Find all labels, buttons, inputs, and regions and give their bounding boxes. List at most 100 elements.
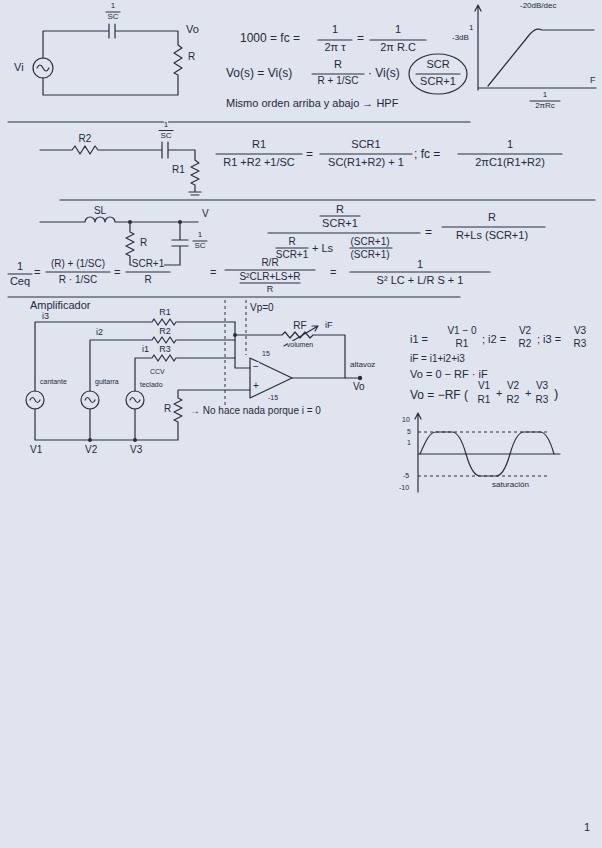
note-text: i1 xyxy=(142,345,149,354)
note-text: R1 xyxy=(478,395,491,405)
note-text: R3 xyxy=(536,395,549,405)
note-text: = xyxy=(357,32,364,44)
note-text: -3dB xyxy=(452,34,469,42)
note-text: R xyxy=(334,59,342,70)
note-text: R2 xyxy=(159,327,171,336)
note-text: 2π R.C xyxy=(380,42,416,53)
note-text: guitarra xyxy=(95,378,119,385)
note-text: SC xyxy=(160,132,171,140)
note-text: R1 xyxy=(252,139,266,150)
note-text: V2 xyxy=(85,445,97,455)
note-text: = xyxy=(34,267,40,278)
note-text: R xyxy=(144,275,151,285)
note-text: + xyxy=(496,388,502,399)
note-text: V1 xyxy=(30,445,42,455)
note-text: -5 xyxy=(403,472,409,479)
note-text: R · 1/SC xyxy=(59,275,97,285)
note-text: SCR+1 xyxy=(420,76,456,87)
note-text: = xyxy=(330,267,336,278)
note-text: Vo(s) = Vi(s) xyxy=(226,67,292,79)
note-text: = xyxy=(114,267,120,278)
note-text: SCR1 xyxy=(351,139,380,150)
note-text: R xyxy=(164,404,171,414)
note-text: Vo = −RF ( xyxy=(410,389,468,401)
note-text: 1 xyxy=(164,121,168,129)
note-text: R1 xyxy=(456,339,469,349)
note-text: R xyxy=(188,52,195,62)
note-text: altavoz xyxy=(350,361,375,369)
note-text: 1 xyxy=(407,439,411,446)
note-text: CCV xyxy=(150,368,165,375)
note-text: V1 − 0 xyxy=(447,326,476,336)
note-text: 1 xyxy=(417,259,423,270)
note-text: SC xyxy=(194,242,205,250)
note-text: 10 xyxy=(402,416,410,423)
note-text: SCR+1 xyxy=(132,259,165,269)
note-text: 5 xyxy=(407,428,411,435)
note-text: (SCR+1) xyxy=(350,237,389,247)
note-text: R/R xyxy=(261,258,278,268)
note-text: R3 xyxy=(574,339,587,349)
note-text: SL xyxy=(94,206,106,216)
note-text: Vo xyxy=(353,382,365,392)
note-text: iF = i1+i2+i3 xyxy=(410,354,465,364)
note-text: + Ls xyxy=(312,243,333,254)
note-text: S²CLR+LS+R xyxy=(239,272,300,282)
note-text: cantante xyxy=(40,378,67,385)
note-text: SC xyxy=(107,13,118,21)
note-text: 1000 = fc = xyxy=(240,32,300,44)
note-text: = xyxy=(425,226,432,238)
note-text: Vo xyxy=(186,24,199,35)
note-text: − xyxy=(253,362,259,372)
note-text: → No hace nada porque i = 0 xyxy=(190,406,321,416)
note-text: R3 xyxy=(159,345,171,354)
note-text: 1 xyxy=(584,822,590,833)
note-text: V3 xyxy=(536,381,548,391)
note-text: R + 1/SC xyxy=(318,76,359,86)
note-text: -10 xyxy=(399,484,409,491)
note-text: 1 xyxy=(332,24,338,35)
note-text: V xyxy=(202,209,209,219)
note-text: 1 xyxy=(507,139,513,150)
note-text: Vi xyxy=(14,62,24,73)
note-text: R1 xyxy=(159,308,171,317)
note-text: 1 xyxy=(111,2,115,10)
note-text: -15 xyxy=(268,394,278,401)
note-text: V2 xyxy=(519,326,531,336)
note-text: SC(R1+R2) + 1 xyxy=(328,157,404,168)
note-text: 1 xyxy=(17,261,23,272)
note-text: R xyxy=(140,238,147,248)
note-text: Ceq xyxy=(10,276,30,287)
note-text: = xyxy=(210,267,216,278)
note-text: RF xyxy=(293,321,306,331)
note-text: R xyxy=(336,204,344,215)
note-text: 1 xyxy=(395,24,401,35)
note-text: ; fc = xyxy=(414,148,440,160)
note-text: 2πC1(R1+R2) xyxy=(475,157,545,168)
note-text: R2 xyxy=(507,395,520,405)
note-text: 2π τ xyxy=(324,42,345,53)
note-text: Amplificador xyxy=(30,300,91,311)
note-text: ; i3 = xyxy=(537,334,561,345)
note-text: teclado xyxy=(140,381,163,388)
note-text: ; i2 = xyxy=(482,334,506,345)
note-text: volumen xyxy=(287,341,313,348)
note-text: = xyxy=(306,148,313,160)
note-text: Vp=0 xyxy=(250,303,274,313)
note-text: R+Ls (SCR+1) xyxy=(456,230,528,241)
note-text: V3 xyxy=(130,445,142,455)
note-text: saturación xyxy=(492,481,529,489)
note-text: -20dB/dec xyxy=(520,2,556,10)
note-text: SCR+1 xyxy=(322,218,358,229)
note-text: (R) + (1/SC) xyxy=(51,259,105,269)
note-text: R1 +R2 +1/SC xyxy=(223,157,295,168)
note-text: ) xyxy=(554,387,558,400)
note-text: 1 xyxy=(543,91,547,99)
note-text: i3 xyxy=(42,312,49,321)
note-text: V1 xyxy=(478,381,490,391)
note-text: SCR+1 xyxy=(276,250,309,260)
note-text: R xyxy=(267,285,274,294)
note-text: 2πRc xyxy=(535,102,555,110)
